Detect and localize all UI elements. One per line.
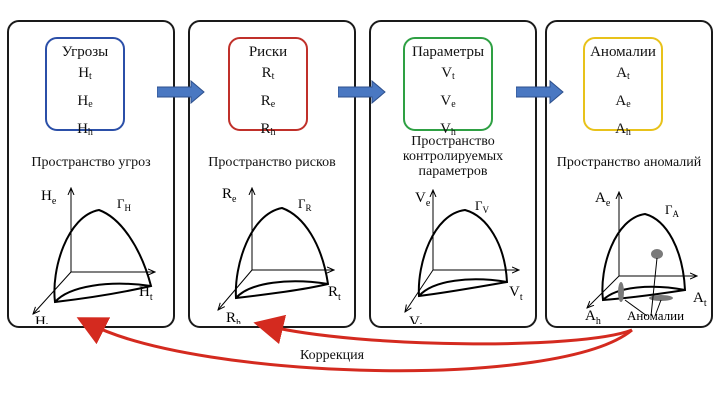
threats-axis-vertical-label: He xyxy=(41,188,57,207)
risks-row-h: Rh xyxy=(260,121,276,138)
threats-axis-depth-label: Hh xyxy=(35,314,51,324)
anomaly-blob-1 xyxy=(651,249,663,259)
risks-space-caption: Пространство рисков xyxy=(208,155,336,170)
parameters-box-title: Параметры xyxy=(411,44,485,60)
threats-row-t: Ht xyxy=(78,65,92,82)
correction-label: Коррекция xyxy=(300,348,365,363)
risks-box-title: Риски xyxy=(248,44,288,60)
threats-space-plot: He Ht Hh ГH xyxy=(9,174,173,324)
risks-axis-vertical-label: Re xyxy=(222,186,237,205)
threats-axis-horizontal-label: Ht xyxy=(139,284,153,303)
anomalies-surface xyxy=(601,212,687,302)
panel-threats: Угрозы Ht He Hh Пространство угроз He Ht… xyxy=(7,20,175,328)
anomalies-space-caption: Пространство аномалий xyxy=(556,155,702,170)
anomalies-row-t: At xyxy=(616,65,630,82)
parameters-row-h: Vh xyxy=(440,121,456,138)
anomaly-pointer-1 xyxy=(650,257,658,317)
parameters-axis-vertical-label: Ve xyxy=(415,190,431,209)
anomalies-box-title: Аномалии xyxy=(590,44,656,60)
anomalies-row-h: Ah xyxy=(615,121,631,138)
anomaly-pointer-2 xyxy=(624,299,648,317)
anomalies-callout-label: Аномалии xyxy=(627,308,684,323)
flow-arrow-2 xyxy=(338,80,386,104)
threats-row-h: Hh xyxy=(77,121,93,138)
risks-axis-depth-label: Rh xyxy=(226,310,241,324)
panel-risks: Риски Rt Re Rh Пространство рисков Re Rt… xyxy=(188,20,356,328)
risks-space-plot: Re Rt Rh ГR xyxy=(190,186,341,324)
parameters-axis-depth-label: Vh xyxy=(409,314,425,324)
risks-box: Риски Rt Re Rh xyxy=(228,37,308,138)
parameters-space-plot: Ve Vt Vh ГV xyxy=(371,174,523,324)
parameters-axis-horizontal-label: Vt xyxy=(509,284,523,303)
parameters-row-t: Vt xyxy=(441,65,455,82)
anomaly-pointer-3 xyxy=(654,299,662,317)
risks-row-t: Rt xyxy=(261,65,275,82)
risks-gamma-label: ГR xyxy=(298,196,312,213)
risks-surface xyxy=(234,206,330,300)
threats-box-title: Угрозы xyxy=(61,44,109,60)
threats-box: Угрозы Ht He Hh xyxy=(45,37,125,138)
threats-surface xyxy=(53,208,153,304)
risks-axis-horizontal-label: Rt xyxy=(328,284,341,303)
anomaly-blob-3 xyxy=(649,295,673,301)
anomalies-space-plot: Ae At Ah ГA Аномалии xyxy=(585,190,707,324)
parameters-gamma-label: ГV xyxy=(475,198,490,215)
flow-arrow-3 xyxy=(516,80,564,104)
anomalies-box: Аномалии At Ae Ah xyxy=(583,37,663,138)
anomaly-blob-2 xyxy=(618,282,624,302)
parameters-space-caption: Пространство контролируемых параметров xyxy=(402,134,504,179)
anomalies-axis-vertical-label: Ae xyxy=(595,190,611,209)
parameters-box: Параметры Vt Ve Vh xyxy=(403,37,493,138)
threats-axis-depth xyxy=(33,271,72,314)
anomalies-axis-horizontal-label: At xyxy=(693,290,707,309)
parameters-surface xyxy=(417,208,509,298)
risks-row-e: Re xyxy=(260,93,276,110)
parameters-row-e: Ve xyxy=(440,93,456,110)
panel-anomalies: Аномалии At Ae Ah Пространство аномалий … xyxy=(545,20,713,328)
threats-space-caption: Пространство угроз xyxy=(31,155,151,170)
correction-arrow-to-risks xyxy=(253,314,633,346)
anomalies-gamma-label: ГA xyxy=(665,202,680,219)
flow-arrow-1 xyxy=(157,80,205,104)
threats-row-e: He xyxy=(77,93,93,110)
anomalies-axis-depth-label: Ah xyxy=(585,308,601,324)
anomalies-row-e: Ae xyxy=(615,93,631,110)
panel-parameters: Параметры Vt Ve Vh Пространство контроли… xyxy=(369,20,537,328)
threats-gamma-label: ГH xyxy=(117,196,132,213)
